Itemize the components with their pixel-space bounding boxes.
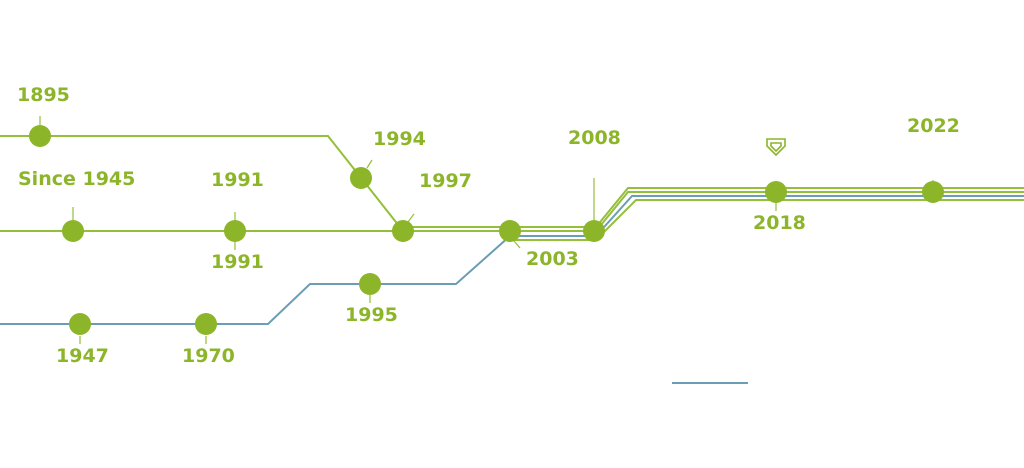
node-1947[interactable] <box>69 313 91 335</box>
line-top-branch <box>0 135 404 232</box>
node-2003[interactable] <box>499 220 521 242</box>
shield-outline-icon <box>766 138 786 157</box>
label-1997: 1997 <box>419 170 472 192</box>
label-2003: 2003 <box>526 248 579 270</box>
line-bottom-branch <box>0 235 511 325</box>
label-2008: 2008 <box>568 127 621 149</box>
label-1991-bottom: 1991 <box>211 251 264 273</box>
label-1991-top: 1991 <box>211 169 264 191</box>
node-2018[interactable] <box>765 181 787 203</box>
label-since-1945: Since 1945 <box>18 168 135 190</box>
label-1895: 1895 <box>17 84 70 106</box>
label-2022: 2022 <box>907 115 960 137</box>
merged-track-lower <box>510 199 1024 241</box>
merged-track-upper <box>403 187 1024 228</box>
node-2008[interactable] <box>583 220 605 242</box>
node-since-1945[interactable] <box>62 220 84 242</box>
node-2022[interactable] <box>922 181 944 203</box>
node-1994[interactable] <box>350 167 372 189</box>
label-1970: 1970 <box>182 345 235 367</box>
node-1995[interactable] <box>359 273 381 295</box>
merged-track-blue <box>510 195 1024 237</box>
node-1970[interactable] <box>195 313 217 335</box>
leader-ticks <box>39 116 934 344</box>
label-1994: 1994 <box>373 128 426 150</box>
label-1995: 1995 <box>345 304 398 326</box>
label-2018: 2018 <box>753 212 806 234</box>
node-1997[interactable] <box>392 220 414 242</box>
node-1991[interactable] <box>224 220 246 242</box>
node-1895[interactable] <box>29 125 51 147</box>
label-1947: 1947 <box>56 345 109 367</box>
